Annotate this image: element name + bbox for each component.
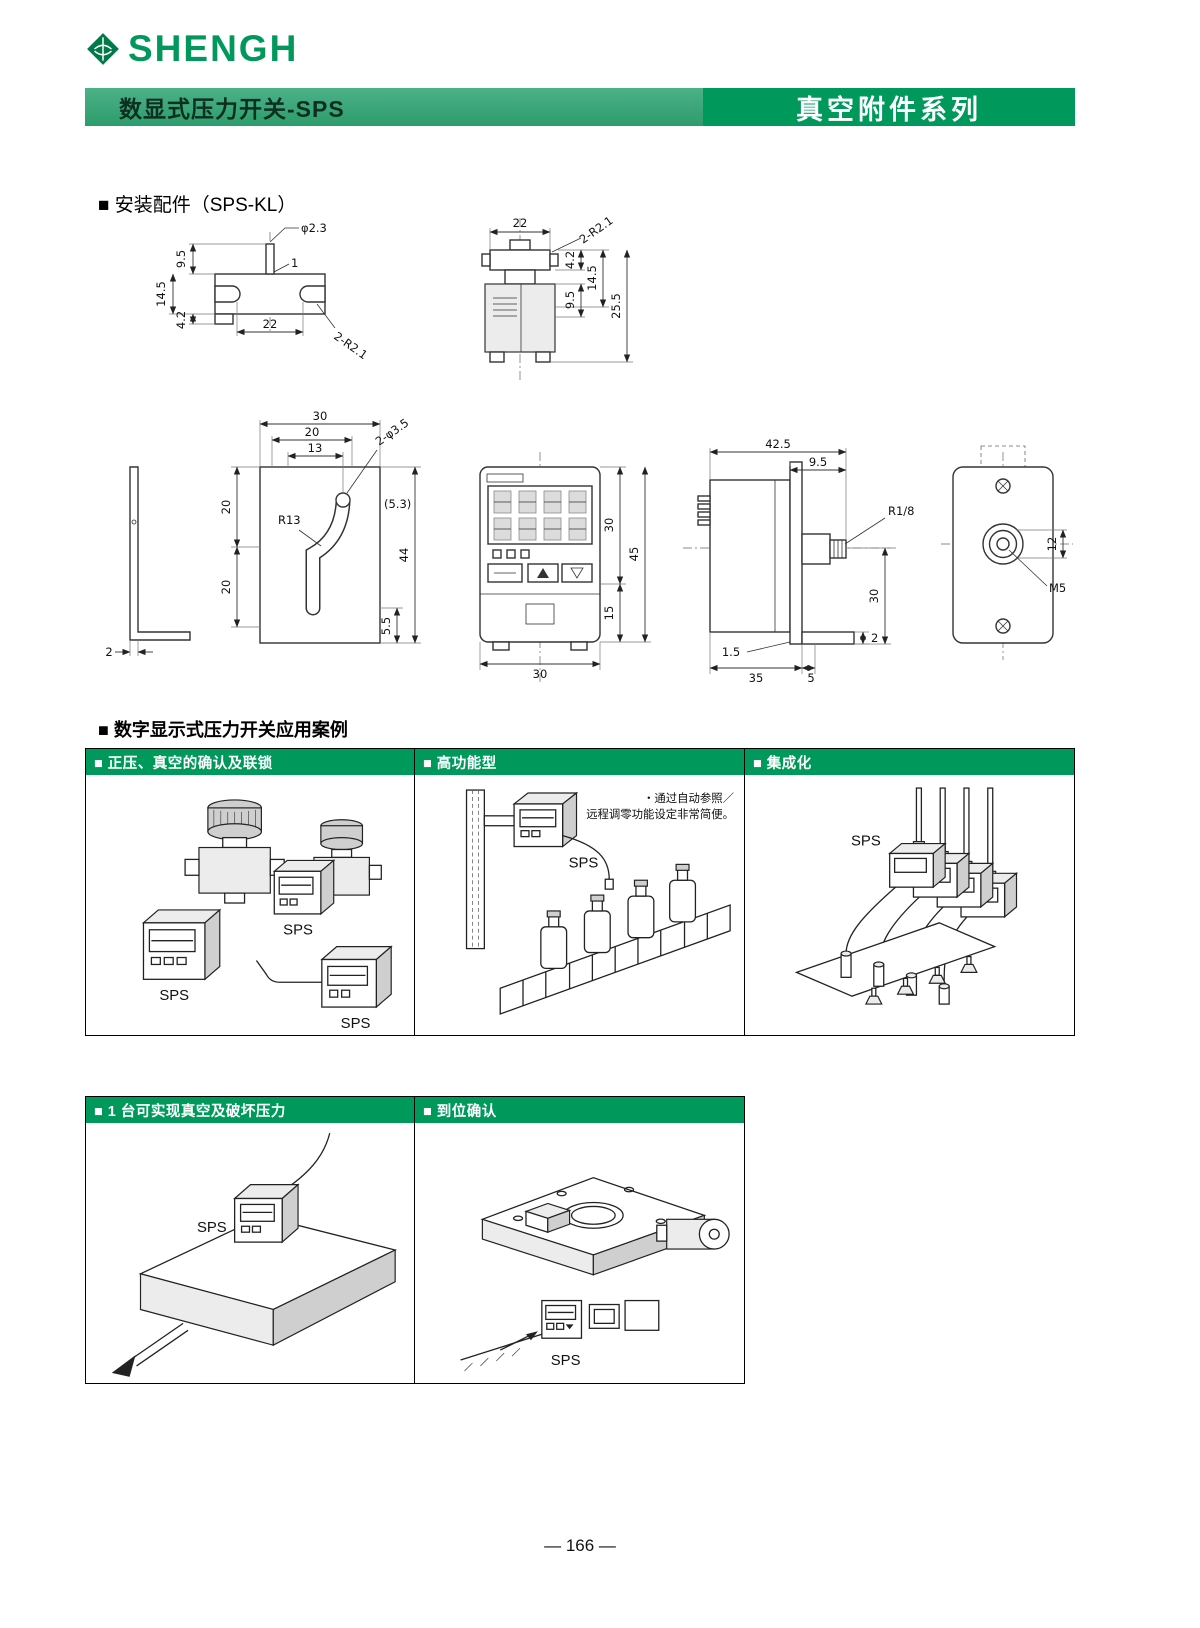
illustration-regulators-switches: SPS SPS	[141, 799, 393, 1032]
dim-label: 2-R2.1	[331, 329, 370, 362]
series-title: 真空附件系列	[703, 88, 1075, 126]
sps-label: SPS	[341, 1016, 371, 1032]
brand-logo: SHENGH	[85, 30, 298, 67]
panel-positive-vacuum-interlock: ■ 正压、真空的确认及联锁	[85, 748, 415, 1036]
dim-label: φ2.3	[301, 221, 327, 235]
dim-label: 30	[313, 409, 328, 423]
drawing-switch-back-view: 12 M5	[941, 445, 1073, 660]
dim-label: 2-R2.1	[577, 213, 616, 246]
dim-label: 14.5	[154, 281, 168, 307]
panel-integration: ■ 集成化	[745, 748, 1075, 1036]
panel-high-function: ■ 高功能型 ・通过自动参照／ 远程调零功能设定非常简便。 SPS	[415, 748, 745, 1036]
dim-label: 9.5	[809, 455, 827, 469]
dim-label: M5	[1049, 581, 1066, 595]
dim-label: 35	[749, 671, 764, 685]
dim-label: (5.3)	[384, 497, 411, 511]
dim-label: 2-φ3.5	[373, 416, 412, 449]
dim-label: 30	[867, 589, 881, 604]
dim-label: R13	[278, 513, 301, 527]
sps-label: SPS	[197, 1220, 227, 1236]
dim-label: 22	[263, 317, 278, 331]
dim-label: 1	[291, 256, 298, 270]
dim-label: R1/8	[888, 504, 915, 518]
dim-label: 22	[513, 216, 528, 230]
dim-label: 30	[602, 518, 616, 533]
illustration-fixture-plate: SPS	[460, 1177, 730, 1372]
bottle	[583, 894, 611, 954]
dim-label: 20	[219, 500, 233, 515]
title-band: 数显式压力开关-SPS 真空附件系列	[85, 88, 1075, 126]
sps-label: SPS	[851, 834, 881, 850]
bottle	[627, 879, 655, 939]
dim-label: 42.5	[765, 437, 791, 451]
dim-label: 5	[807, 671, 814, 685]
panel-header: ■ 到位确认	[415, 1097, 744, 1123]
page-number: — 166 —	[544, 1536, 616, 1555]
illustration-manifold: SPS	[794, 787, 1019, 1005]
dim-label: 12	[1045, 537, 1059, 552]
drawing-switch-side-view: 42.5 9.5 R1/8 1.5 35 5 2 30	[683, 437, 915, 685]
panel-illustration: ・通过自动参照／ 远程调零功能设定非常简便。 SPS	[415, 775, 744, 1035]
panel-illustration: SPS	[745, 775, 1074, 1035]
suction-pads	[864, 955, 978, 1005]
panel-header: ■ 正压、真空的确认及联锁	[86, 749, 414, 775]
dim-label: 14.5	[585, 265, 599, 291]
drawing-switch-front-view: 30 45 15 30	[479, 452, 651, 682]
dim-label: 2	[871, 631, 878, 645]
applications-table-row1: ■ 正压、真空的确认及联锁	[85, 748, 1075, 1036]
illustration-stage-plate: SPS	[111, 1132, 398, 1377]
mounting-dimension-drawings: φ2.3 9.5 14.5 4.2 22 2-R2.1 1	[105, 213, 1073, 685]
bottle	[669, 863, 697, 923]
dim-label: 5.5	[379, 617, 393, 635]
drawing-lbracket-front-view: 2 R13 (5.3) 30 20 13 2-φ3.5 20 20	[105, 409, 421, 659]
sps-label: SPS	[159, 988, 189, 1004]
panel-vacuum-and-break-pressure: ■ 1 台可实现真空及破坏压力 SPS	[85, 1096, 415, 1384]
brand-logo-text: SHENGH	[128, 28, 299, 69]
switch-row	[888, 842, 1019, 919]
dim-label: 20	[219, 580, 233, 595]
panel-header: ■ 集成化	[745, 749, 1074, 775]
panel-illustration: SPS	[86, 1123, 414, 1383]
panel-header: ■ 高功能型	[415, 749, 744, 775]
dim-label: 30	[533, 667, 548, 681]
dim-label: 9.5	[563, 291, 577, 309]
page-title: 数显式压力开关-SPS	[85, 88, 703, 126]
dim-label: 45	[627, 547, 641, 562]
dim-label: 44	[397, 548, 411, 563]
dim-label: 9.5	[174, 250, 188, 268]
dim-label: 2	[105, 645, 112, 659]
dim-label: 25.5	[609, 293, 623, 319]
dim-label: 13	[308, 441, 323, 455]
dim-label: 15	[602, 606, 616, 621]
brand-logo-icon	[87, 32, 119, 65]
bottle	[540, 910, 568, 970]
panel-header: ■ 1 台可实现真空及破坏压力	[86, 1097, 414, 1123]
sps-label: SPS	[551, 1353, 581, 1369]
sps-label: SPS	[283, 923, 313, 939]
applications-table-row2: ■ 1 台可实现真空及破坏压力 SPS	[85, 1096, 745, 1384]
dim-label: 1.5	[722, 645, 740, 659]
note-text-line2: 远程调零功能设定非常简便。	[586, 807, 734, 821]
note-text-line1: ・通过自动参照／	[643, 791, 734, 805]
dim-label: 4.2	[174, 311, 188, 329]
dim-label: 20	[305, 425, 320, 439]
panel-illustration: SPS	[415, 1123, 744, 1383]
panel-position-confirmation: ■ 到位确认	[415, 1096, 745, 1384]
illustration-bottling-line: ・通过自动参照／ 远程调零功能设定非常简便。 SPS	[465, 789, 734, 1015]
sps-label: SPS	[569, 855, 599, 871]
drawing-bracket-side-view: 22 2-R2.1 4.2 14.5 9.5 25.5	[481, 213, 633, 380]
applications-section-title: ■ 数字显示式压力开关应用案例	[98, 720, 348, 740]
drawing-bracket-top-view: φ2.3 9.5 14.5 4.2 22 2-R2.1 1	[154, 221, 370, 362]
panel-illustration: SPS SPS	[86, 775, 414, 1035]
dim-label: 4.2	[563, 251, 577, 269]
mounting-section-title: ■ 安装配件（SPS-KL）	[98, 195, 297, 216]
